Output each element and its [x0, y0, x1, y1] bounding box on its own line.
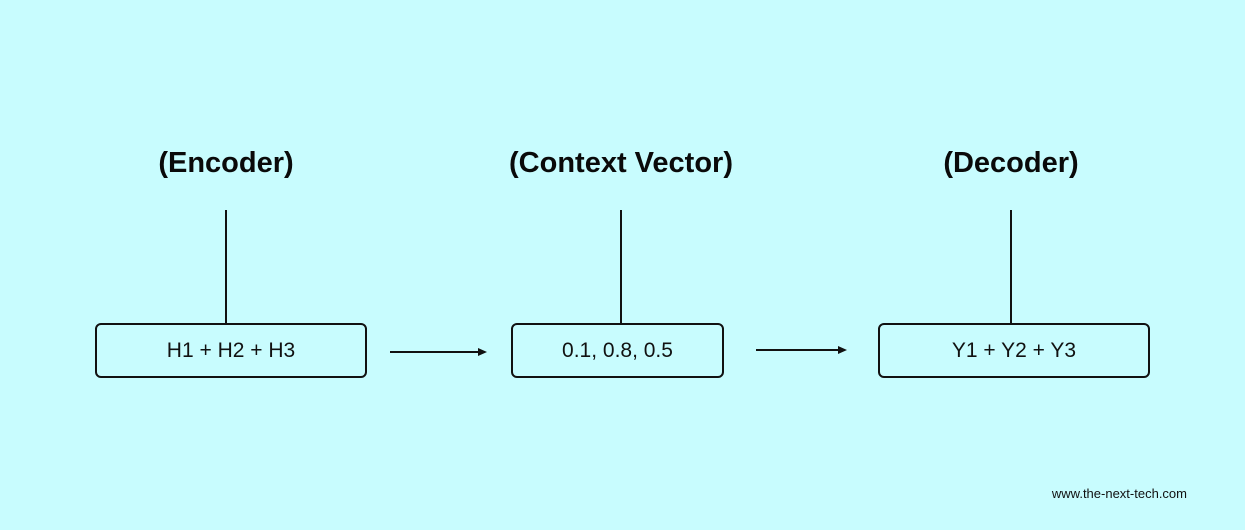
context-to-decoder-arrow [756, 346, 847, 354]
context-vector-box: 0.1, 0.8, 0.5 [511, 323, 724, 378]
decoder-connector-line [1010, 210, 1012, 323]
encoder-box-text: H1 + H2 + H3 [166, 338, 296, 362]
encoder-to-context-arrow [390, 348, 487, 356]
decoder-box-text: Y1 + Y2 + Y3 [951, 338, 1077, 362]
encoder-connector-line [225, 210, 227, 323]
decoder-box: Y1 + Y2 + Y3 [878, 323, 1150, 378]
encoder-box: H1 + H2 + H3 [95, 323, 367, 378]
context-vector-heading: (Context Vector) [509, 147, 733, 179]
encoder-heading: (Encoder) [158, 147, 294, 179]
decoder-heading: (Decoder) [943, 147, 1079, 179]
watermark-text: www.the-next-tech.com [1051, 486, 1187, 501]
context-vector-box-text: 0.1, 0.8, 0.5 [562, 338, 673, 362]
context-connector-line [620, 210, 622, 323]
